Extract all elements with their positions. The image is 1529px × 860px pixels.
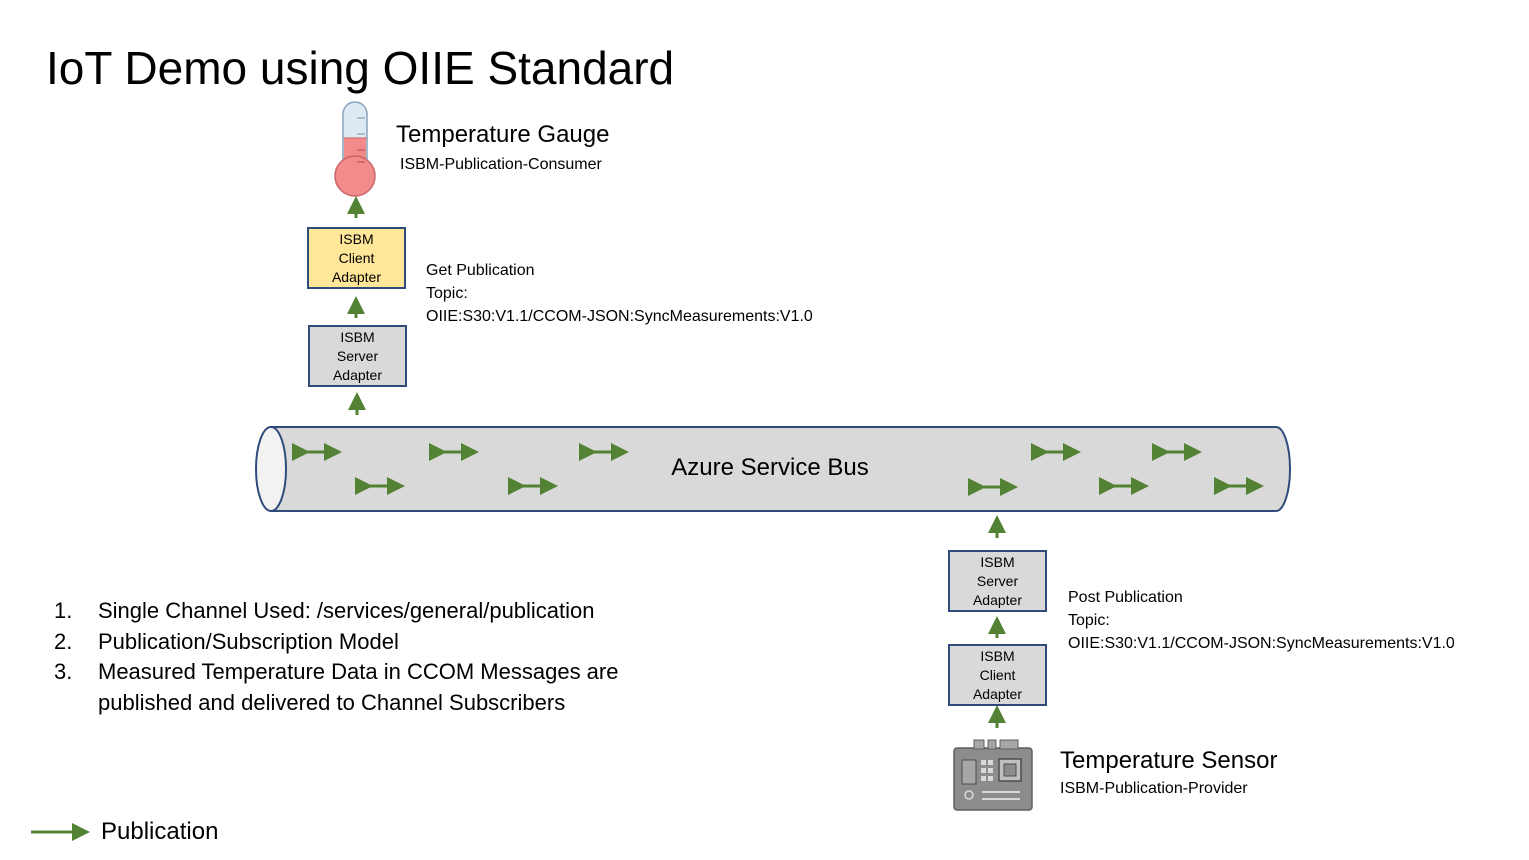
consumer-server-adapter: ISBM Server Adapter <box>308 325 407 387</box>
page-title: IoT Demo using OIIE Standard <box>46 42 675 94</box>
adapter-label-line: Adapter <box>331 268 382 285</box>
sensor-name: Temperature Sensor <box>1060 747 1278 774</box>
list-item-number: 2. <box>54 628 73 654</box>
adapter-label-line: ISBM <box>339 230 374 247</box>
adapter-label-line: Adapter <box>972 685 1023 702</box>
list-item-text: Measured Temperature Data in CCOM Messag… <box>98 659 619 715</box>
adapter-label-line: Client <box>979 666 1016 683</box>
post-publication-topic: Post Publication Topic: OIIE:S30:V1.1/CC… <box>1068 586 1455 655</box>
sensor-role: ISBM-Publication-Provider <box>1060 780 1248 797</box>
provider-client-adapter: ISBM Client Adapter <box>948 644 1047 706</box>
notes-list: 1. Single Channel Used: /services/genera… <box>54 596 658 718</box>
list-item-number: 3. <box>54 659 73 684</box>
adapter-label-line: Server <box>336 347 379 364</box>
adapter-label-line: ISBM <box>980 553 1015 570</box>
provider-server-adapter: ISBM Server Adapter <box>948 550 1047 612</box>
bus-end-cap <box>255 426 287 512</box>
consumer-client-adapter: ISBM Client Adapter <box>307 227 406 289</box>
topic-line: OIIE:S30:V1.1/CCOM-JSON:SyncMeasurements… <box>1068 635 1455 652</box>
adapter-label-line: Server <box>976 572 1019 589</box>
list-item: 3. Measured Temperature Data in CCOM Mes… <box>54 657 658 718</box>
topic-line: Topic: <box>426 285 468 302</box>
gauge-role: ISBM-Publication-Consumer <box>400 156 602 173</box>
topic-line: Get Publication <box>426 262 535 279</box>
thermometer-icon <box>334 101 376 197</box>
list-item: 1. Single Channel Used: /services/genera… <box>54 596 658 627</box>
adapter-label-line: ISBM <box>980 647 1015 664</box>
adapter-label-line: Adapter <box>332 366 383 383</box>
topic-line: Post Publication <box>1068 589 1183 606</box>
get-publication-topic: Get Publication Topic: OIIE:S30:V1.1/CCO… <box>426 259 813 328</box>
gauge-name: Temperature Gauge <box>396 121 610 148</box>
service-bus-label: Azure Service Bus <box>671 454 869 481</box>
topic-line: Topic: <box>1068 612 1110 629</box>
list-item: 2. Publication/Subscription Model <box>54 627 658 658</box>
adapter-label-line: Client <box>338 249 375 266</box>
circuit-board-icon <box>953 739 1033 811</box>
list-item-number: 1. <box>54 598 73 623</box>
topic-line: OIIE:S30:V1.1/CCOM-JSON:SyncMeasurements… <box>426 308 813 325</box>
list-item-text: Single Channel Used: /services/general/p… <box>98 598 595 623</box>
adapter-label-line: Adapter <box>972 591 1023 608</box>
legend-label: Publication <box>101 818 219 845</box>
adapter-label-line: ISBM <box>340 328 375 345</box>
list-item-text: Publication/Subscription Model <box>98 628 399 654</box>
